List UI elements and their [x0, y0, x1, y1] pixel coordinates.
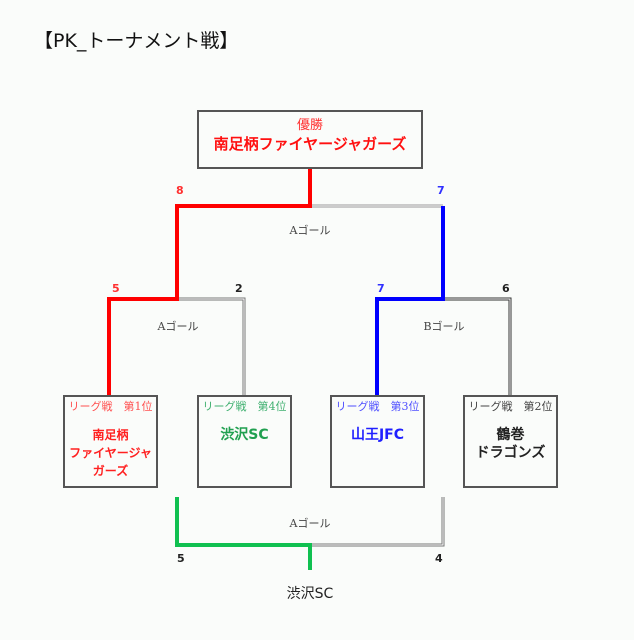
team-rank: リーグ戦 第4位	[202, 400, 287, 413]
final-winner-line	[107, 168, 312, 395]
team-box: リーグ戦 第1位 南足柄 ファイヤージャガーズ	[63, 395, 158, 488]
team-box: リーグ戦 第2位 鶴巻 ドラゴンズ	[463, 395, 558, 488]
team-name: 渋沢SC	[220, 427, 269, 443]
team-rank: リーグ戦 第1位	[68, 400, 153, 413]
semi2-loser-line	[443, 297, 512, 395]
team-name: 南足柄 ファイヤージャガーズ	[69, 428, 152, 478]
team-name: 山王JFC	[350, 427, 405, 443]
champion-box: 優勝 南足柄ファイヤージャガーズ	[197, 110, 423, 169]
team-rank: リーグ戦 第3位	[335, 400, 420, 413]
goal-label: Aゴール	[289, 517, 331, 530]
score: 5	[177, 552, 185, 565]
score: 2	[235, 282, 243, 295]
score: 7	[437, 184, 445, 197]
team-rank: リーグ戦 第2位	[468, 400, 553, 413]
goal-label: Aゴール	[289, 224, 331, 237]
team-box: リーグ戦 第3位 山王JFC	[330, 395, 425, 488]
champion-label: 優勝	[296, 118, 323, 133]
goal-label: Bゴール	[423, 320, 465, 333]
semi1-loser-line	[177, 297, 246, 395]
goal-label: Aゴール	[157, 320, 199, 333]
team-box: リーグ戦 第4位 渋沢SC	[197, 395, 292, 488]
third-place-winner: 渋沢SC	[286, 586, 334, 602]
page-title: 【PK_トーナメント戦】	[34, 30, 239, 52]
team-name: 鶴巻 ドラゴンズ	[475, 427, 546, 461]
score: 4	[435, 552, 443, 565]
score: 8	[176, 184, 184, 197]
third-winner-line	[175, 497, 312, 570]
score: 6	[502, 282, 510, 295]
semi2-winner-line	[375, 206, 445, 395]
champion-name: 南足柄ファイヤージャガーズ	[213, 135, 407, 153]
score: 7	[377, 282, 385, 295]
score: 5	[112, 282, 120, 295]
